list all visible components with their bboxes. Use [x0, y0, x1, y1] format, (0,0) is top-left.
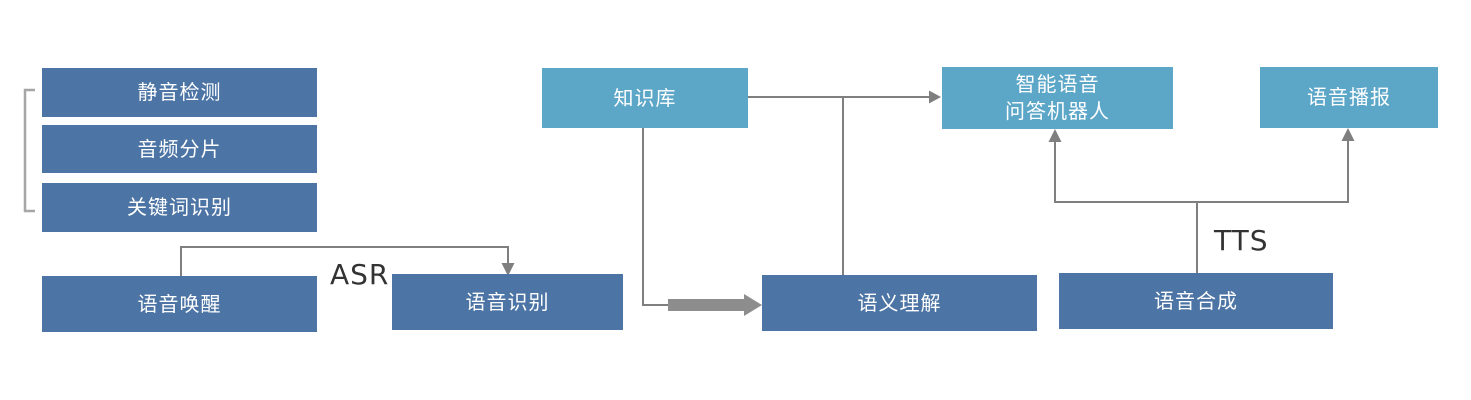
connector-knowledge-to-semantic-thin	[642, 128, 669, 306]
node-silence-detection: 静音检测	[42, 68, 317, 117]
node-voice-wakeup: 语音唤醒	[42, 276, 317, 332]
edge-label-asr: ASR	[330, 258, 390, 291]
arrowhead-up-broadcast	[1341, 128, 1355, 141]
node-qa-robot-line2: 问答机器人	[1005, 99, 1110, 123]
node-knowledge-base: 知识库	[542, 68, 748, 128]
node-qa-robot: 智能语音 问答机器人	[942, 67, 1173, 129]
arrowhead-thick-semantic	[744, 294, 762, 316]
node-keyword-recognition: 关键词识别	[42, 183, 317, 232]
node-semantic-understanding: 语义理解	[762, 275, 1037, 331]
arrowhead-right-qa	[929, 90, 941, 104]
node-voice-broadcast: 语音播报	[1260, 67, 1438, 128]
node-qa-robot-line1: 智能语音	[1015, 72, 1100, 96]
connector-wakeup-to-recognition	[180, 246, 509, 276]
edge-label-tts: TTS	[1214, 224, 1269, 257]
arrowhead-down-recognition	[501, 263, 515, 276]
node-speech-recognition: 语音识别	[392, 274, 623, 330]
node-speech-synthesis: 语音合成	[1059, 273, 1333, 329]
group-bracket	[23, 88, 35, 213]
node-audio-segmentation: 音频分片	[42, 125, 317, 173]
arrowhead-up-qa	[1048, 129, 1062, 142]
